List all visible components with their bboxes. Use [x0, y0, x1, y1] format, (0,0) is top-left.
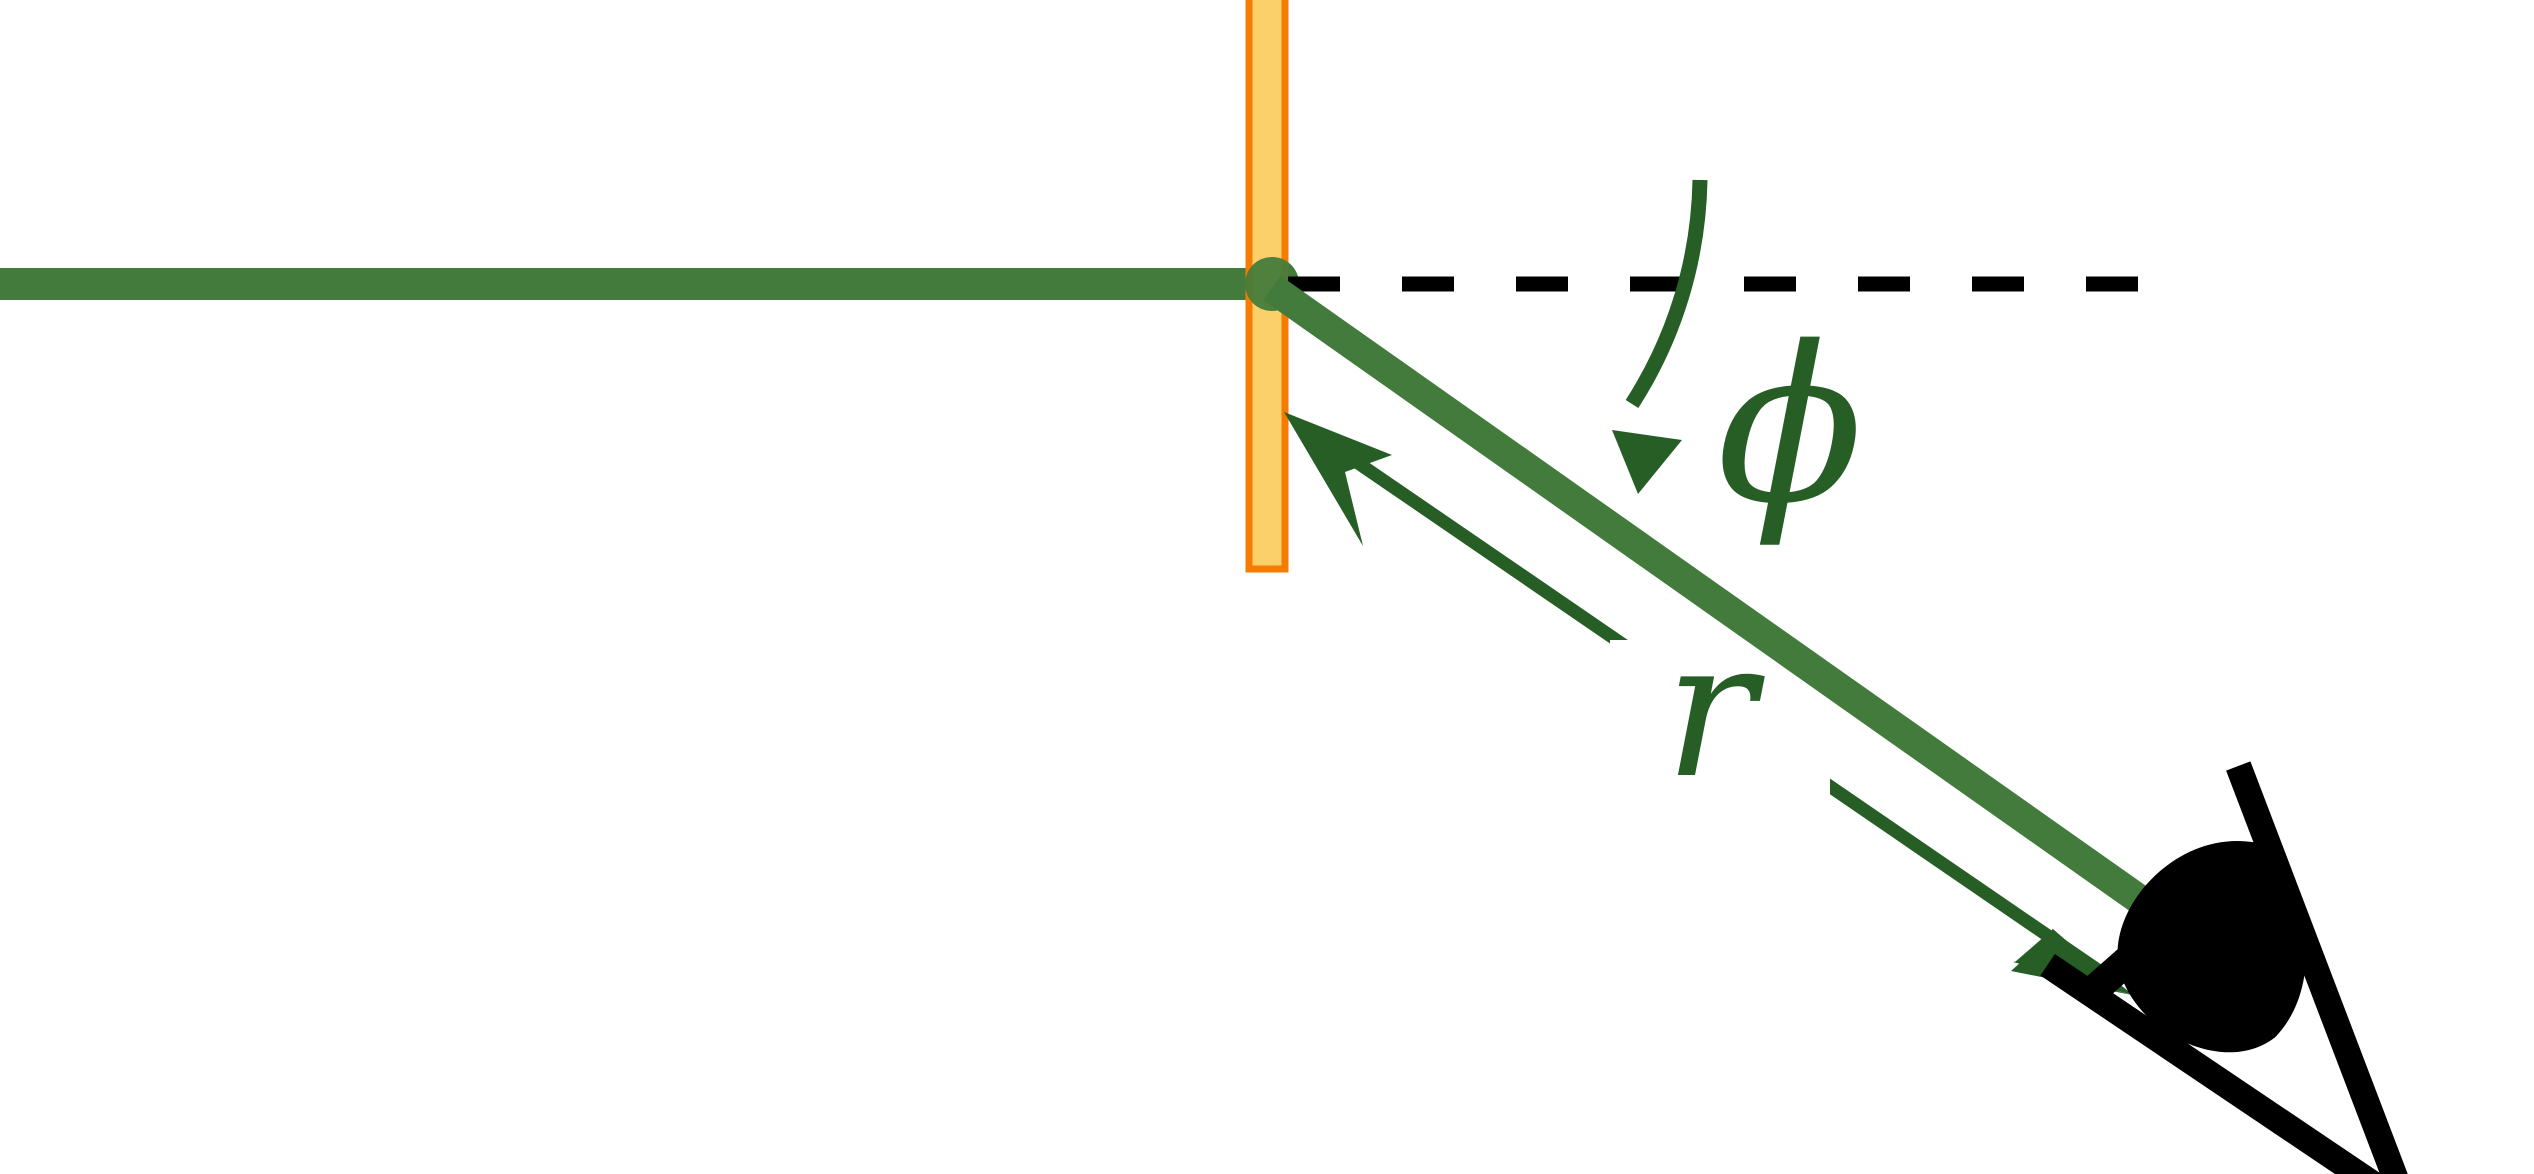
distance-label-r: r	[1665, 599, 1766, 820]
distance-arrow-group	[1306, 424, 2112, 983]
detector-eye-stem	[2082, 946, 2141, 1004]
distance-arrowhead-start	[1284, 412, 1392, 546]
distance-arrow-shaft	[1306, 424, 2112, 983]
detector-fov-upper-line	[2226, 761, 2419, 1174]
scattered-beam	[1263, 275, 2159, 920]
detector-eye-shape	[2117, 841, 2307, 1053]
scattered-beam-group	[1263, 275, 2159, 920]
angle-arc-phi	[1625, 179, 1708, 409]
angle-label-phi: ϕ	[1717, 300, 1864, 551]
detector-fov-lower-line	[2040, 953, 2414, 1174]
detector-eye	[2040, 761, 2419, 1174]
angle-arc-group	[1612, 179, 1708, 494]
angle-arc-arrowhead	[1612, 430, 1682, 494]
